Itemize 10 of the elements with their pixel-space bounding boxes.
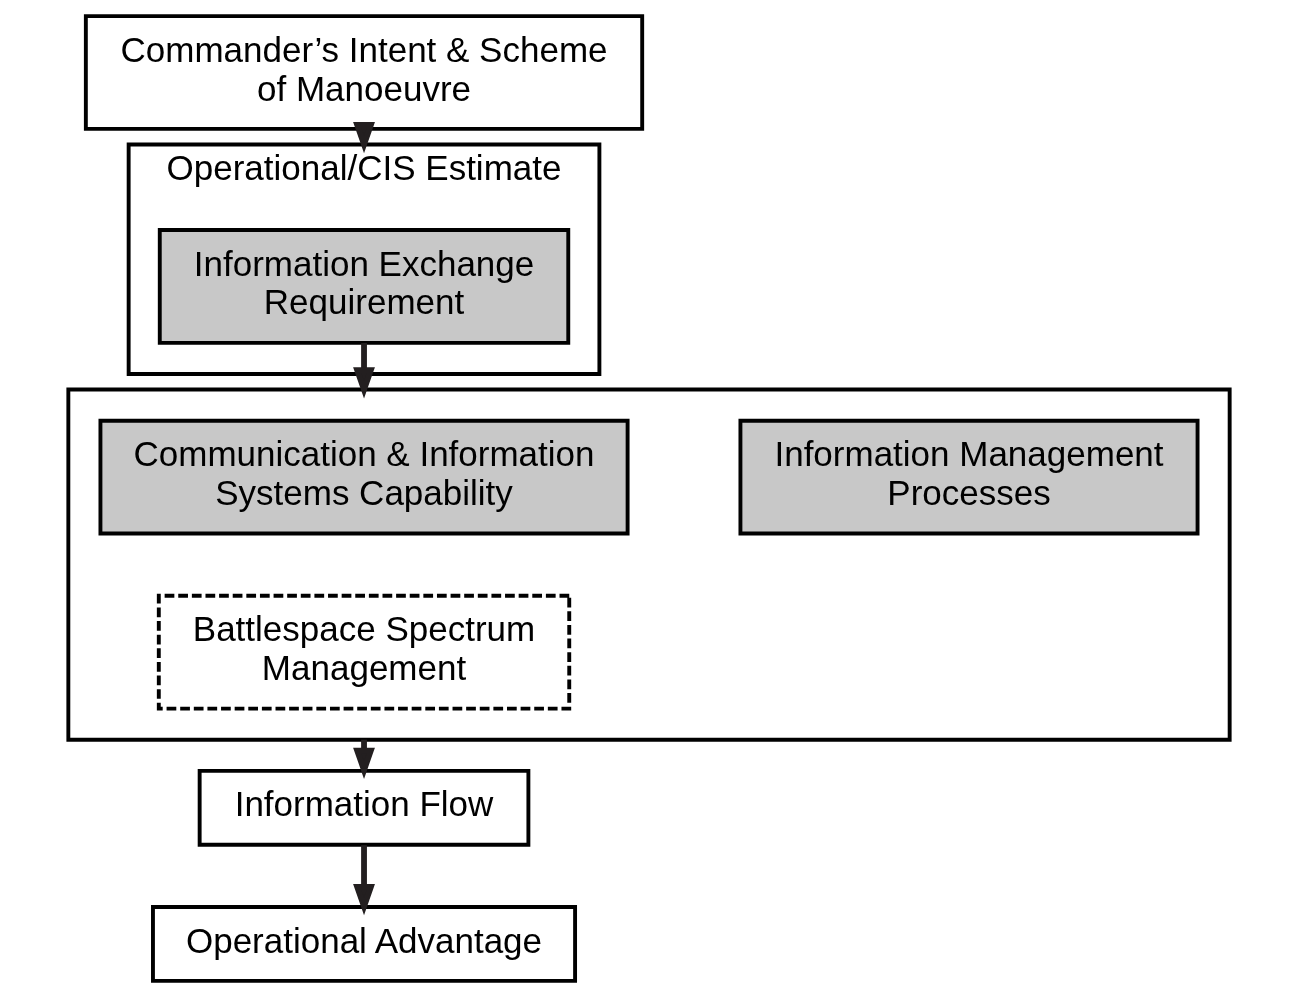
node-box: Information Flow bbox=[197, 768, 531, 847]
cluster bbox=[66, 387, 1232, 742]
arrow bbox=[353, 342, 375, 399]
arrow bbox=[353, 122, 375, 154]
node-box: Operational Advantage bbox=[151, 905, 578, 983]
node-box: Communication & Information Systems Capability bbox=[98, 418, 630, 536]
node-box: Information Management Processes bbox=[738, 418, 1200, 536]
arrow bbox=[353, 845, 375, 916]
node-box: Information Exchange Requirement bbox=[157, 228, 571, 345]
node-box: Battlespace Spectrum Management bbox=[156, 593, 572, 711]
